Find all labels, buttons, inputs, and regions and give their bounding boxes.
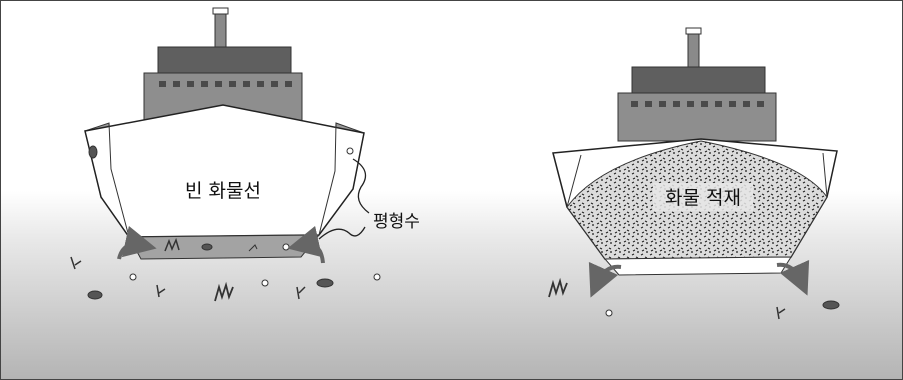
inflow-arrow-right	[287, 225, 325, 264]
bridge-top-left	[157, 46, 292, 74]
windows-left	[159, 81, 292, 87]
seafloor-organisms-left	[70, 256, 381, 302]
seafloor-organisms-right	[548, 277, 840, 320]
outflow-arrow-right	[776, 259, 810, 296]
ballast-pointer-1	[352, 158, 370, 214]
loaded-ship: 화물 적재	[552, 27, 838, 298]
empty-ship: 빈 화물선 평형수	[84, 7, 420, 264]
ballast-pointer-2	[318, 226, 366, 240]
windows-right	[631, 101, 764, 107]
organisms-in-tank	[88, 145, 354, 252]
superstructure-right	[617, 92, 777, 142]
hull-left	[84, 104, 365, 238]
empty-ship-label: 빈 화물선	[185, 180, 261, 202]
cargo-loaded-label: 화물 적재	[665, 187, 741, 209]
funnel-left	[214, 10, 227, 50]
bridge-top-right	[631, 66, 766, 94]
outflow-arrow-left	[588, 261, 622, 298]
ballast-water-label: 평형수	[373, 212, 420, 232]
funnel-right	[687, 30, 700, 70]
bottom-tank-right	[603, 256, 792, 276]
inflow-arrow-left	[117, 225, 157, 260]
ballast-tank-bottom	[128, 234, 321, 260]
